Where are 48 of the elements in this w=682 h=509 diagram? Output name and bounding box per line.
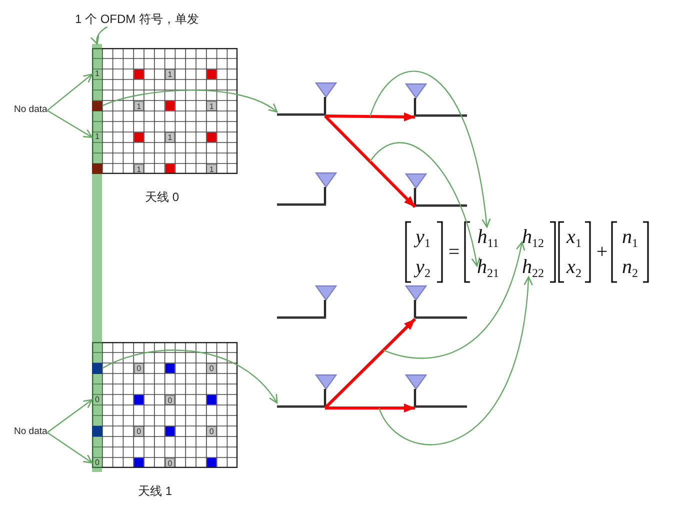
vector-entry: x$_{1}$ bbox=[566, 227, 582, 247]
cell-number: 0 bbox=[92, 394, 102, 405]
signal-arrow bbox=[324, 318, 416, 410]
cell-number: 1 bbox=[92, 132, 102, 142]
annotation: No data bbox=[14, 427, 48, 438]
vector-entry: y$_{2}$ bbox=[416, 257, 430, 277]
antenna-icon bbox=[277, 285, 339, 319]
antenna-icon bbox=[277, 172, 339, 206]
filled-cell bbox=[92, 100, 102, 111]
annotation: No data bbox=[14, 105, 48, 116]
curved-arrow bbox=[102, 350, 278, 404]
resource-grid bbox=[92, 48, 238, 174]
vector-entry: n$_{2}$ bbox=[622, 257, 638, 277]
curved-arrow bbox=[102, 90, 278, 113]
resource-grid bbox=[92, 342, 238, 468]
figure-note: 1 个 OFDM 符号，单发 bbox=[75, 13, 200, 27]
antenna-icon bbox=[277, 82, 339, 116]
matrix-entry: h$_{12}$ bbox=[522, 227, 544, 247]
antenna-caption: 天线 0 bbox=[145, 191, 179, 205]
arrow bbox=[46, 110, 93, 138]
curved-arrow bbox=[370, 142, 480, 267]
signal-arrow bbox=[325, 404, 415, 412]
signal-arrow bbox=[324, 114, 416, 208]
curved-arrow bbox=[369, 71, 490, 228]
antenna-caption: 天线 1 bbox=[138, 485, 172, 499]
curved-arrow bbox=[378, 276, 532, 446]
cell-number: 0 bbox=[92, 458, 102, 468]
vector-entry: x$_{2}$ bbox=[566, 257, 582, 277]
antenna-icon bbox=[405, 285, 467, 319]
curved-arrow bbox=[383, 241, 525, 359]
filled-cell bbox=[92, 363, 102, 374]
arrow bbox=[46, 432, 93, 464]
matrix-entry: h$_{22}$ bbox=[522, 257, 544, 277]
signal-arrow bbox=[324, 112, 416, 122]
antenna-icon bbox=[405, 83, 467, 117]
cell-number: 1 bbox=[92, 69, 102, 80]
operator: = bbox=[448, 242, 460, 262]
arrow bbox=[46, 74, 93, 111]
arrow bbox=[46, 399, 93, 433]
operator: + bbox=[596, 242, 608, 262]
antenna-icon bbox=[405, 173, 467, 207]
matrix-entry: h$_{11}$ bbox=[477, 227, 499, 247]
matrix-entry: h$_{21}$ bbox=[477, 257, 499, 277]
vector-entry: y$_{1}$ bbox=[416, 227, 430, 247]
vector-entry: n$_{1}$ bbox=[622, 227, 638, 247]
antenna-icon bbox=[277, 374, 339, 408]
antenna-icon bbox=[405, 374, 467, 408]
curved-arrow bbox=[90, 26, 108, 45]
